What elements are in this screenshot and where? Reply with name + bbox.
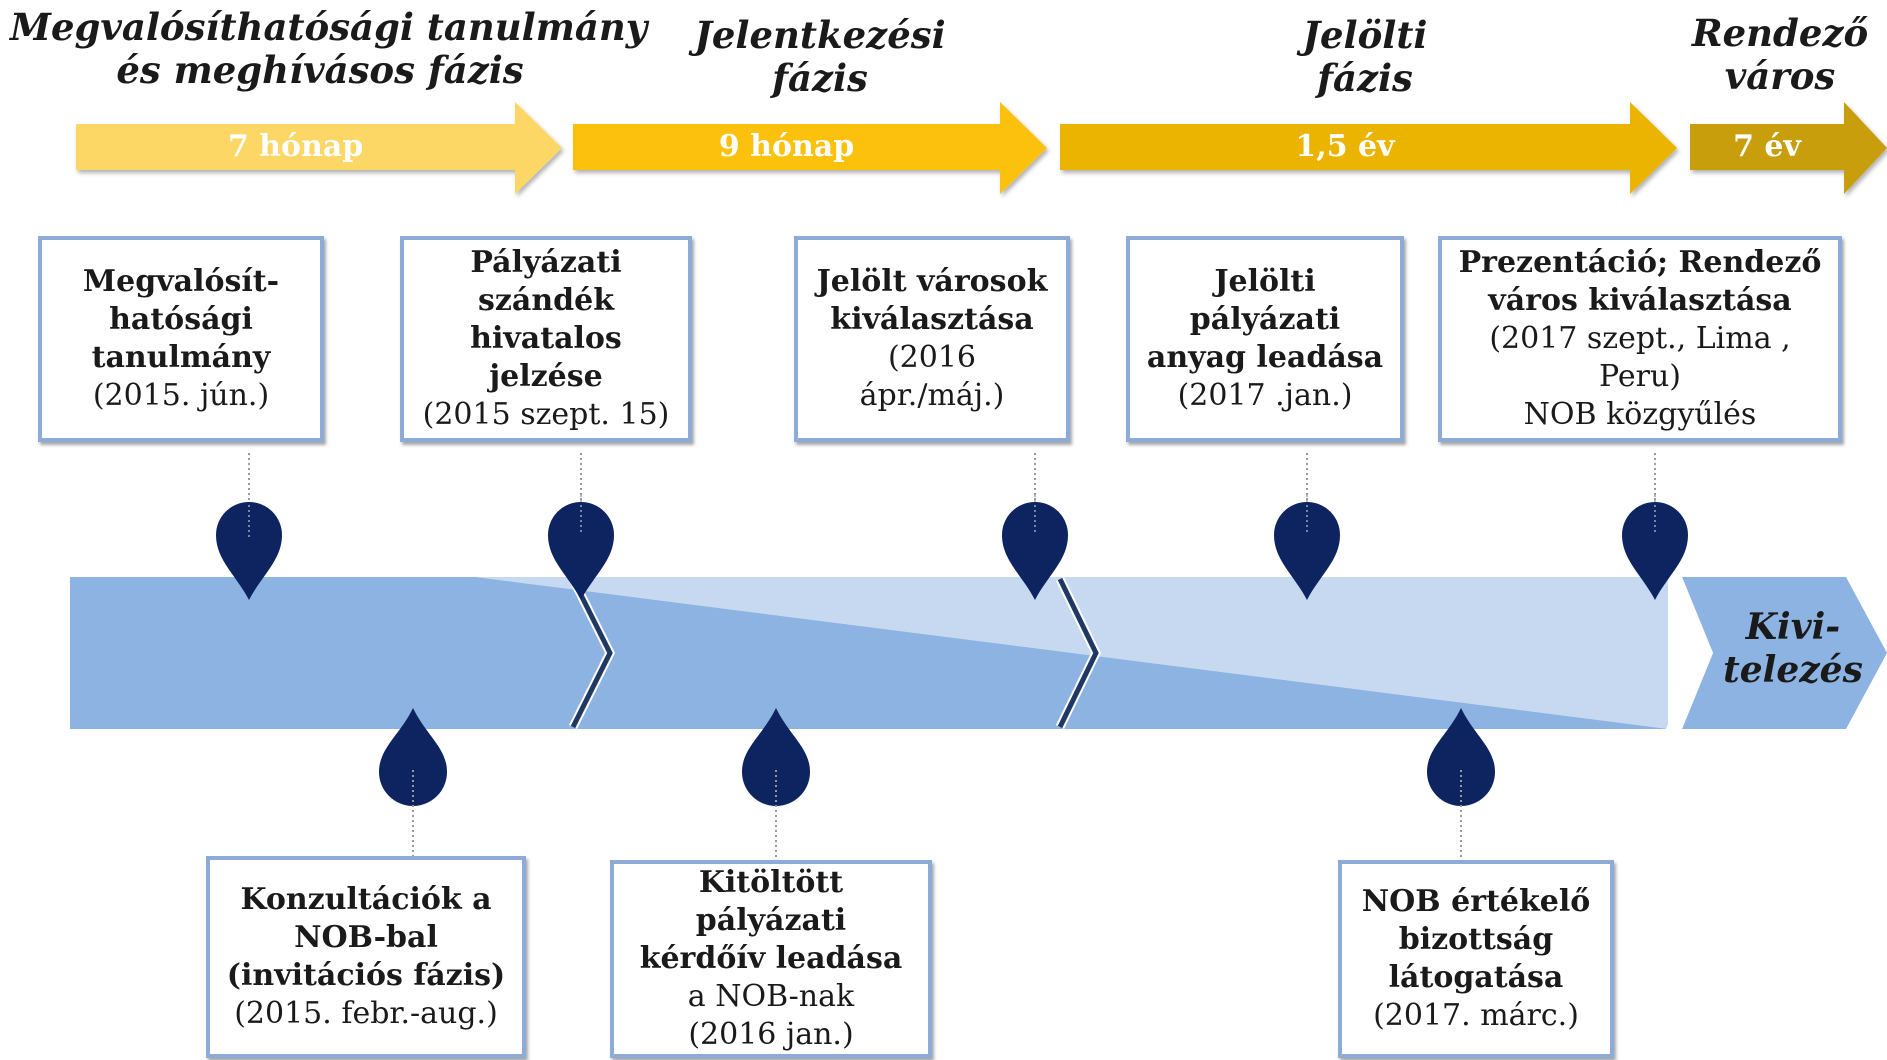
implementation-label-line: Kivi- [1745,606,1841,648]
milestone-box-questionnaire: Kitöltött pályázati kérdőív leadása a NO… [610,860,932,1058]
timeline-band-end-gap [1666,577,1713,729]
milestone-title-line: szándék [477,282,615,318]
implementation-label: Kivi- telezés [1718,606,1868,692]
milestone-title-line: Konzultációk a [240,881,492,917]
milestone-title-line: kiválasztása [830,301,1034,337]
phase-title-line: Jelentkezési [694,13,946,57]
phase-arrow-3 [1060,102,1677,194]
phase-duration-1: 7 hónap [227,129,364,164]
phase-arrow-2 [573,102,1047,194]
milestone-date: ápr./máj.) [859,378,1005,414]
milestone-title-line: Megvalósít- [82,263,280,299]
milestone-title-line: anyag leadása [1146,340,1384,375]
pin-marker-top-3 [1001,453,1068,600]
implementation-label-line: telezés [1723,649,1863,692]
phase-title-feasibility: Megvalósíthatósági tanulmány és meghívás… [10,5,648,92]
milestone-title-line: kérdőív leadása [639,940,903,976]
phase-title-line: Megvalósíthatósági tanulmány [10,5,648,49]
pin-marker-top-1 [216,453,282,600]
timeline-band-light-wedge [475,577,1668,729]
phase-title-host-city: Rendező város [1680,12,1880,97]
phase-arrow-1 [76,102,562,194]
pin-marker-top-4 [1274,453,1340,600]
milestone-date: (2015 szept. 15) [422,397,670,433]
phase-duration-3: 1,5 év [1295,129,1395,164]
milestone-title-line: Prezentáció; Rendező [1458,244,1822,280]
phase-title-line: Rendező [1691,11,1869,55]
phase-duration-2: 9 hónap [718,129,855,164]
phase-arrow-4 [1690,102,1887,194]
milestone-title-line: Jelölt városok [816,263,1048,299]
milestone-title-line: Pályázati [470,244,622,280]
milestone-title-line: bizottság [1398,921,1554,957]
pin-marker-bottom-2 [742,708,810,862]
pin-marker-top-2 [548,453,614,600]
milestone-date: (2017 szept., Lima , [1489,320,1791,356]
band-chevron-2-dark [1057,577,1099,729]
milestone-title-line: város kiválasztása [1488,282,1792,318]
milestone-date: (2016 [887,340,977,375]
milestone-title-line: Jelölti [1214,263,1316,299]
milestone-date: Peru) [1599,359,1681,395]
phase-title-line: Jelölti [1302,13,1428,57]
phase-title-line: fázis [772,55,868,100]
band-chevron-1-dark [570,577,613,729]
milestone-box-evaluation-visit: NOB értékelő bizottság látogatása (2017.… [1338,860,1614,1058]
phase-title-candidate: Jelölti fázis [1250,14,1480,99]
milestone-title-line: NOB értékelő [1361,883,1591,919]
milestone-box-intent-signal: Pályázati szándék hivatalos jelzése (201… [400,236,692,442]
phase-title-line: fázis [1317,55,1413,100]
pin-marker-bottom-3 [1427,708,1495,862]
phase-title-applicant: Jelentkezési fázis [680,14,960,99]
phase-duration-4: 7 év [1733,129,1801,164]
milestone-box-host-selection: Prezentáció; Rendező város kiválasztása … [1438,236,1842,442]
milestone-title-line: pályázati [695,902,847,938]
milestone-note: a NOB-nak [687,979,855,1015]
milestone-title-line: látogatása [1388,960,1564,995]
milestone-title-line: NOB-bal [294,919,438,955]
milestone-date: (2017 .jan.) [1177,378,1353,414]
milestone-title-line: Kitöltött [698,864,844,900]
milestone-title-line: (invitációs fázis) [226,958,506,993]
milestone-box-feasibility-study: Megvalósít- hatósági tanulmány (2015. jú… [38,236,324,442]
phase-title-line: város [1724,53,1836,98]
milestone-title-line: pályázati [1189,301,1341,337]
timeline-band-end-arrow [1682,577,1887,729]
milestone-date: (2016 jan.) [688,1017,854,1053]
phase-title-line: és meghívásos fázis [116,47,524,92]
milestone-title-line: hatósági [109,301,253,337]
milestone-box-candidate-selection: Jelölt városok kiválasztása (2016 ápr./m… [794,236,1070,442]
milestone-title-line: tanulmány [91,340,271,375]
milestone-box-candidate-file: Jelölti pályázati anyag leadása (2017 .j… [1126,236,1404,442]
pin-marker-bottom-1 [379,708,447,858]
milestone-title-line: hivatalos [470,320,622,356]
milestone-date: (2017. márc.) [1373,998,1579,1034]
pin-marker-top-5 [1622,453,1688,600]
milestone-date: (2015. jún.) [92,378,270,414]
milestone-title-line: jelzése [489,359,603,395]
milestone-date: (2015. febr.-aug.) [234,996,498,1032]
milestone-note: NOB közgyűlés [1523,397,1757,433]
milestone-box-consultations: Konzultációk a NOB-bal (invitációs fázis… [206,856,526,1058]
